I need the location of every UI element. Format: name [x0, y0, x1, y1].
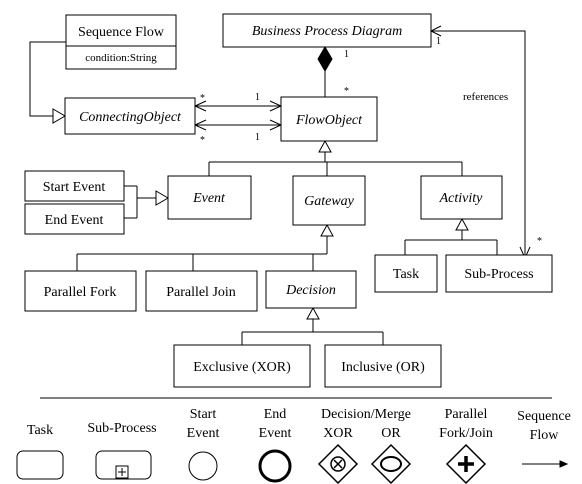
generalization-arrow	[52, 108, 66, 124]
class-name: ConnectingObject	[79, 110, 182, 125]
multiplicity-label: *	[200, 93, 205, 104]
multiplicity-label: 1	[255, 132, 260, 143]
legend-sub-process-label: Sub-Process	[87, 421, 156, 436]
class-activity: Activity	[420, 175, 503, 220]
generalization-arrow	[318, 139, 332, 153]
class-name: Decision	[285, 283, 336, 298]
class-name: Business Process Diagram	[252, 24, 402, 39]
class-parallel-fork: Parallel Fork	[24, 270, 137, 312]
generalization-arrow	[306, 306, 320, 320]
multiplicity-label: 1	[344, 49, 349, 60]
generalization-line	[29, 41, 66, 117]
legend-task-label: Task	[27, 423, 53, 438]
generalization-arrow	[455, 217, 469, 231]
class-connecting-object: ConnectingObject	[64, 97, 196, 135]
class-name: Activity	[439, 191, 484, 206]
legend-parallel-label-2: Fork/Join	[439, 426, 493, 441]
class-event: Event	[167, 175, 252, 220]
legend-end-event-label-2: Event	[259, 426, 292, 441]
legend-sequence-flow-label-1: Sequence	[517, 409, 571, 424]
legend-decision-merge-label: Decision/Merge	[321, 407, 411, 422]
class-exclusive-xor: Exclusive (XOR)	[173, 344, 311, 388]
class-name: Event	[192, 191, 226, 206]
legend-start-event-label-2: Event	[187, 426, 220, 441]
class-name: Parallel Join	[166, 285, 236, 300]
legend-parallel-label-1: Parallel	[445, 407, 488, 422]
references-label: references	[463, 91, 508, 103]
composition-diamond	[317, 46, 333, 72]
class-gateway: Gateway	[292, 175, 366, 226]
start-event-icon	[188, 451, 218, 481]
end-event-icon	[258, 449, 292, 483]
legend-or-label: OR	[381, 426, 401, 441]
parallel-gateway-icon	[445, 443, 487, 484]
task-icon	[16, 450, 64, 480]
class-name: Parallel Fork	[44, 285, 117, 300]
multiplicity-label: 1	[255, 92, 260, 103]
legend-sequence-flow-label-2: Flow	[530, 428, 560, 443]
multiplicity-label: 1	[436, 36, 441, 47]
legend-xor-label: XOR	[323, 426, 353, 441]
sub-process-icon	[95, 450, 152, 480]
class-name: Inclusive (OR)	[341, 360, 425, 375]
class-end-event: End Event	[24, 203, 125, 235]
class-sequence-flow: Sequence Flow condition:String	[65, 14, 177, 70]
class-start-event: Start Event	[24, 170, 125, 202]
xor-gateway-icon	[317, 443, 359, 484]
class-name: Sub-Process	[464, 267, 533, 282]
class-business-process-diagram: Business Process Diagram	[222, 13, 432, 48]
legend: Task Sub-Process Start Event End Event D…	[16, 407, 571, 484]
class-sub-process: Sub-Process	[445, 254, 553, 293]
class-name: Sequence Flow	[78, 25, 165, 40]
connectors	[29, 25, 531, 345]
generalization-arrow	[155, 190, 169, 206]
class-decision: Decision	[265, 270, 357, 309]
legend-end-event-label-1: End	[264, 407, 287, 422]
class-name: FlowObject	[295, 113, 363, 128]
class-name: Exclusive (XOR)	[193, 360, 291, 375]
or-gateway-icon	[370, 443, 412, 484]
class-parallel-join: Parallel Join	[145, 270, 258, 312]
class-task: Task	[374, 254, 438, 293]
sequence-flow-arrow-icon	[522, 460, 569, 468]
class-name: Gateway	[304, 194, 355, 209]
multiplicity-label: *	[200, 135, 205, 146]
class-name: Task	[393, 267, 419, 282]
class-attribute: condition:String	[85, 52, 157, 64]
references-line	[431, 30, 526, 258]
class-flow-object: FlowObject	[280, 96, 378, 142]
class-inclusive-or: Inclusive (OR)	[324, 344, 442, 388]
class-name: End Event	[45, 213, 104, 228]
legend-start-event-label-1: Start	[190, 407, 217, 422]
generalization-arrow	[320, 223, 334, 237]
multiplicity-label: *	[344, 86, 349, 97]
multiplicity-label: *	[537, 236, 542, 247]
class-name: Start Event	[43, 180, 106, 195]
